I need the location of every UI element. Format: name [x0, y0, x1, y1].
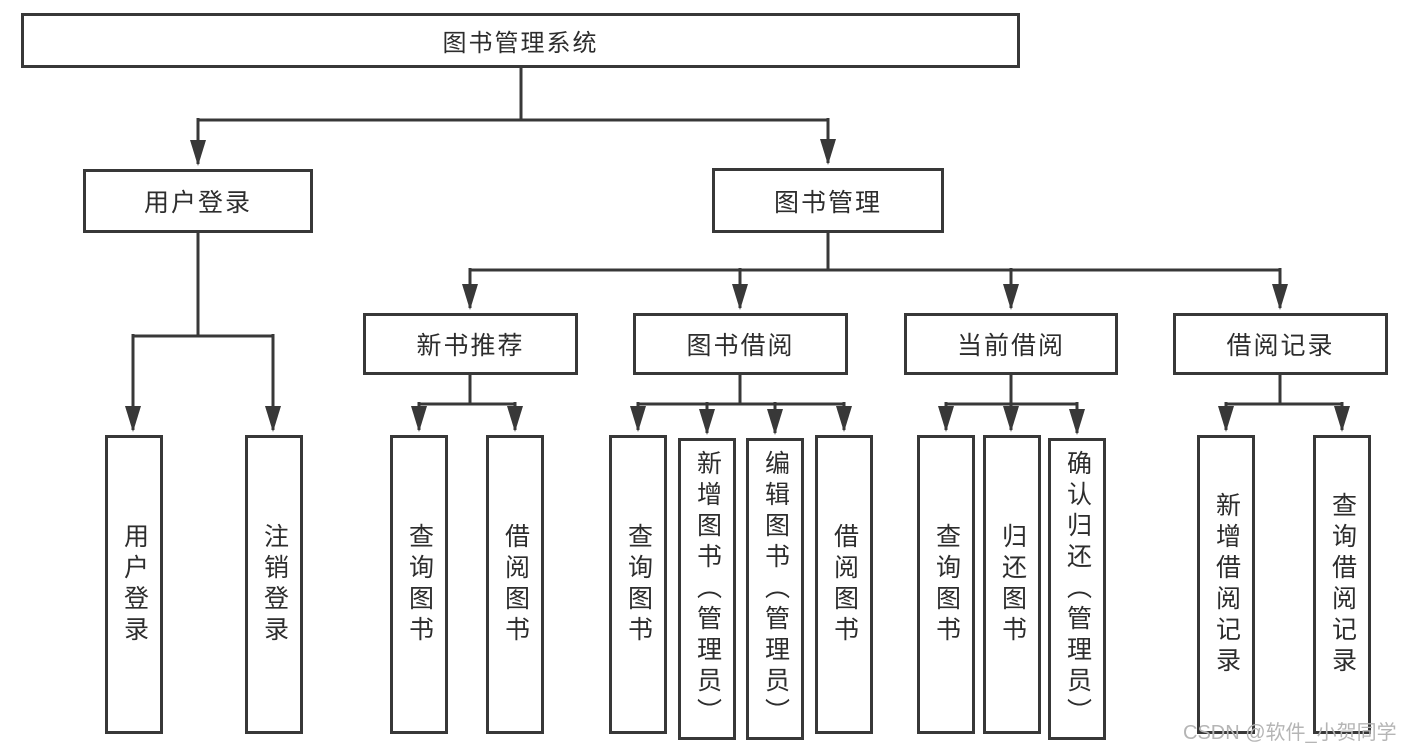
node-label: 当前借阅 [956, 332, 1065, 360]
node-label: 用户登录 [120, 522, 149, 647]
node-label: 查询图书 [405, 522, 434, 647]
node-label: 借阅图书 [830, 522, 859, 647]
leaf-logout: 注销登录 [245, 435, 303, 734]
node-label: 用户登录 [143, 189, 252, 217]
node-label: 注销登录 [260, 522, 289, 647]
node-label: 新增图书（管理员） [693, 449, 722, 729]
leaf-return-book: 归还图书 [983, 435, 1041, 734]
leaf-query-books-borrow: 查询图书 [609, 435, 667, 734]
node-book-borrow: 图书借阅 [633, 313, 848, 375]
node-label: 查询图书 [932, 522, 961, 647]
node-label: 图书管理 [773, 188, 882, 217]
node-borrow-records: 借阅记录 [1173, 313, 1388, 375]
node-label: 新书推荐 [416, 332, 525, 360]
node-label: 新增借阅记录 [1212, 491, 1241, 678]
node-label: 借阅图书 [501, 522, 530, 647]
node-label: 图书管理系统 [442, 30, 599, 57]
leaf-edit-book-admin: 编辑图书（管理员） [746, 438, 804, 740]
leaf-confirm-return-admin: 确认归还（管理员） [1048, 438, 1106, 740]
node-user-login: 用户登录 [83, 169, 313, 233]
leaf-query-books-current: 查询图书 [917, 435, 975, 734]
node-label: 图书借阅 [686, 332, 795, 360]
leaf-user-login: 用户登录 [105, 435, 163, 734]
node-label: 查询图书 [624, 522, 653, 647]
leaf-query-borrow-record: 查询借阅记录 [1313, 435, 1371, 734]
node-book-management: 图书管理 [712, 168, 944, 233]
node-label: 借阅记录 [1226, 332, 1335, 360]
leaf-borrow-books-recommend: 借阅图书 [486, 435, 544, 734]
leaf-borrow-books-borrow: 借阅图书 [815, 435, 873, 734]
leaf-query-books-recommend: 查询图书 [390, 435, 448, 734]
node-label: 查询借阅记录 [1328, 491, 1357, 678]
node-current-borrow: 当前借阅 [904, 313, 1118, 375]
node-label: 确认归还（管理员） [1063, 449, 1092, 729]
node-label: 归还图书 [998, 522, 1027, 647]
csdn-watermark: CSDN @软件_小贺同学 [1183, 722, 1397, 744]
leaf-add-book-admin: 新增图书（管理员） [678, 438, 736, 740]
leaf-add-borrow-record: 新增借阅记录 [1197, 435, 1255, 734]
node-root: 图书管理系统 [21, 13, 1020, 68]
node-label: 编辑图书（管理员） [761, 449, 790, 729]
node-new-book-recommend: 新书推荐 [363, 313, 578, 375]
